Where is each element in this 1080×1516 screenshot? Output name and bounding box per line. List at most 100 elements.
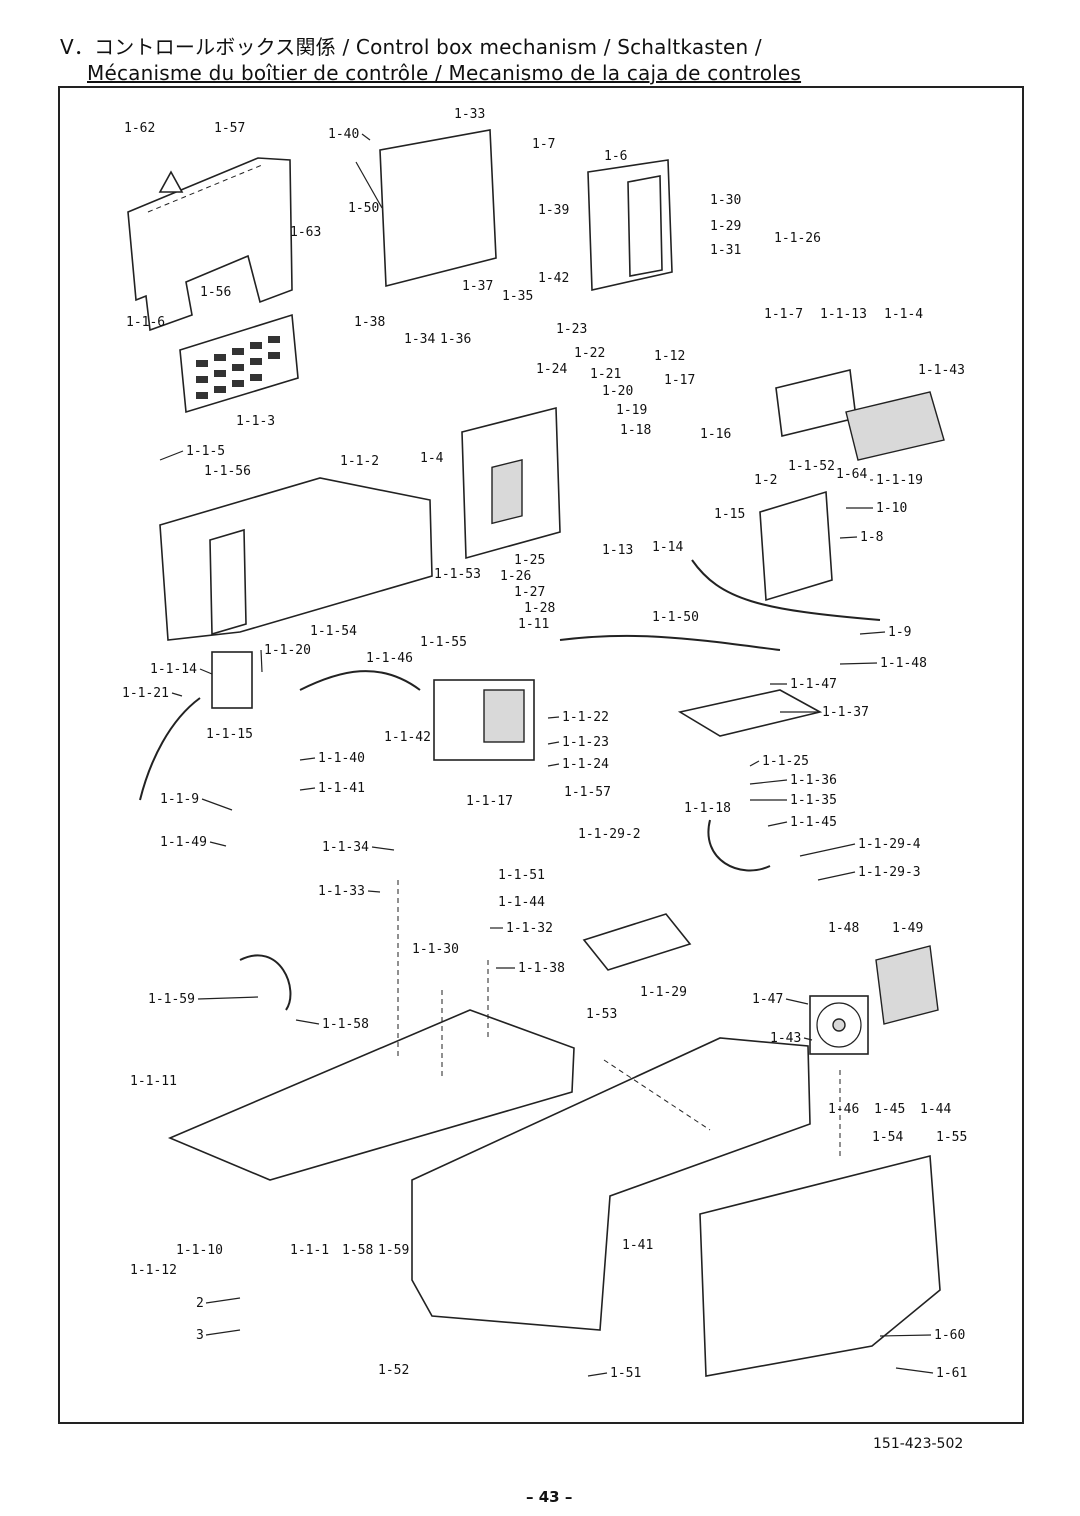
- leader-line-1-1-23: [547, 741, 560, 745]
- callout-1-56: 1-56: [200, 285, 231, 300]
- drawing-number: 151-423-502: [873, 1436, 964, 1452]
- callout-1-1-58: 1-1-58: [322, 1017, 369, 1032]
- callout-1-11: 1-11: [518, 617, 549, 632]
- base-plate-1-1-1: [167, 1009, 575, 1181]
- callout-1-1-12: 1-1-12: [130, 1263, 177, 1278]
- callout-1-31: 1-31: [710, 243, 741, 258]
- callout-1-22: 1-22: [574, 346, 605, 361]
- callout-1-1-51: 1-1-51: [498, 868, 545, 883]
- callout-1-1-44: 1-1-44: [498, 895, 545, 910]
- callout-1-1-32: 1-1-32: [506, 921, 553, 936]
- callout-1-1-14: 1-1-14: [150, 662, 197, 677]
- callout-1-15: 1-15: [714, 507, 745, 522]
- callout-1-1-30: 1-1-30: [412, 942, 459, 957]
- callout-1-1-38: 1-1-38: [518, 961, 565, 976]
- callout-1-1-2: 1-1-2: [340, 454, 379, 469]
- leader-line-1-1-21: [171, 692, 183, 697]
- title-line-1: V．コントロールボックス関係 / Control box mechanism /…: [60, 35, 762, 59]
- callout-1-1-42: 1-1-42: [384, 730, 431, 745]
- callout-1-19: 1-19: [616, 403, 647, 418]
- page-number: – 43 –: [526, 1488, 573, 1506]
- leader-line-1-1-24: [547, 763, 560, 767]
- callout-1-42: 1-42: [538, 271, 569, 286]
- callout-1-12: 1-12: [654, 349, 685, 364]
- leader-line-1-1-59: [197, 996, 259, 1000]
- callout-1-8: 1-8: [860, 530, 883, 545]
- title-line-2: Mécanisme du boîtier de contrôle / Mecan…: [87, 61, 802, 85]
- callout-1-1-50: 1-1-50: [652, 610, 699, 625]
- callout-1-1-22: 1-1-22: [562, 710, 609, 725]
- callout-1-1-19: 1-1-19: [876, 473, 923, 488]
- callout-1-63: 1-63: [290, 225, 321, 240]
- callout-1-1-29: 1-1-29: [640, 985, 687, 1000]
- callout-1-21: 1-21: [590, 367, 621, 382]
- callout-1-60: 1-60: [934, 1328, 965, 1343]
- callout-1-1-29-2: 1-1-29-2: [578, 827, 641, 842]
- callout-1-1-43: 1-1-43: [918, 363, 965, 378]
- callout-1-30: 1-30: [710, 193, 741, 208]
- callout-2: 2: [196, 1296, 204, 1311]
- callout-1-55: 1-55: [936, 1130, 967, 1145]
- leader-line-1-1-49: [209, 841, 227, 847]
- callout-1-35: 1-35: [502, 289, 533, 304]
- callout-1-1-18: 1-1-18: [684, 801, 731, 816]
- callout-1-27: 1-27: [514, 585, 545, 600]
- board-1-1-29: [582, 913, 692, 971]
- leader-line-1-8: [839, 536, 858, 539]
- leader-line-1-40: [361, 133, 371, 141]
- callout-1-20: 1-20: [602, 384, 633, 399]
- pcb-1-8: [759, 490, 833, 602]
- leader-line-1-1-14: [199, 668, 213, 675]
- callout-1-53: 1-53: [586, 1007, 617, 1022]
- callout-1-23: 1-23: [556, 322, 587, 337]
- callout-1-59: 1-59: [378, 1243, 409, 1258]
- filter-1-49: [875, 945, 939, 1025]
- callout-1-1-48: 1-1-48: [880, 656, 927, 671]
- callout-1-40: 1-40: [328, 127, 359, 142]
- callout-1-1-57: 1-1-57: [564, 785, 611, 800]
- callout-1-1-15: 1-1-15: [206, 727, 253, 742]
- leader-line-1-1-45: [767, 821, 788, 827]
- side-cover-1-41: [411, 1037, 811, 1331]
- callout-1-1-29-4: 1-1-29-4: [858, 837, 921, 852]
- callout-1-58: 1-58: [342, 1243, 373, 1258]
- callout-1-1-33: 1-1-33: [318, 884, 365, 899]
- leader-line-1-51: [587, 1372, 608, 1377]
- callout-1-1-35: 1-1-35: [790, 793, 837, 808]
- callout-1-1-24: 1-1-24: [562, 757, 609, 772]
- callout-1-2: 1-2: [754, 473, 777, 488]
- callout-1-54: 1-54: [872, 1130, 903, 1145]
- callout-1-50: 1-50: [348, 201, 379, 216]
- callout-1-1-46: 1-1-46: [366, 651, 413, 666]
- front-cover-1-62: [127, 157, 293, 332]
- callout-3: 3: [196, 1328, 204, 1343]
- callout-1-1-26: 1-1-26: [774, 231, 821, 246]
- diagram-frame: [58, 86, 1024, 1424]
- circuit-breaker-1-1-14: [211, 651, 253, 709]
- rear-panel-1-54: [699, 1154, 941, 1377]
- callout-1-1-56: 1-1-56: [204, 464, 251, 479]
- callout-1-6: 1-6: [604, 149, 627, 164]
- callout-1-1-5: 1-1-5: [186, 444, 225, 459]
- callout-1-26: 1-26: [500, 569, 531, 584]
- keypad-keys: [196, 336, 280, 399]
- callout-1-48: 1-48: [828, 921, 859, 936]
- callout-1-1-47: 1-1-47: [790, 677, 837, 692]
- callout-1-13: 1-13: [602, 543, 633, 558]
- callout-1-17: 1-17: [664, 373, 695, 388]
- pcb-1-33: [379, 129, 497, 288]
- callout-1-43: 1-43: [770, 1031, 801, 1046]
- callout-1-1-10: 1-1-10: [176, 1243, 223, 1258]
- callout-1-41: 1-41: [622, 1238, 653, 1253]
- callout-1-1-6: 1-1-6: [126, 315, 165, 330]
- callout-1-1-41: 1-1-41: [318, 781, 365, 796]
- leader-line-1-1-20: [260, 649, 263, 673]
- callout-1-10: 1-10: [876, 501, 907, 516]
- callout-1-18: 1-18: [620, 423, 651, 438]
- leader-line-1-1-9: [201, 798, 233, 811]
- leader-line-1-1-48: [839, 662, 878, 665]
- callout-1-1-54: 1-1-54: [310, 624, 357, 639]
- callout-1-51: 1-51: [610, 1366, 641, 1381]
